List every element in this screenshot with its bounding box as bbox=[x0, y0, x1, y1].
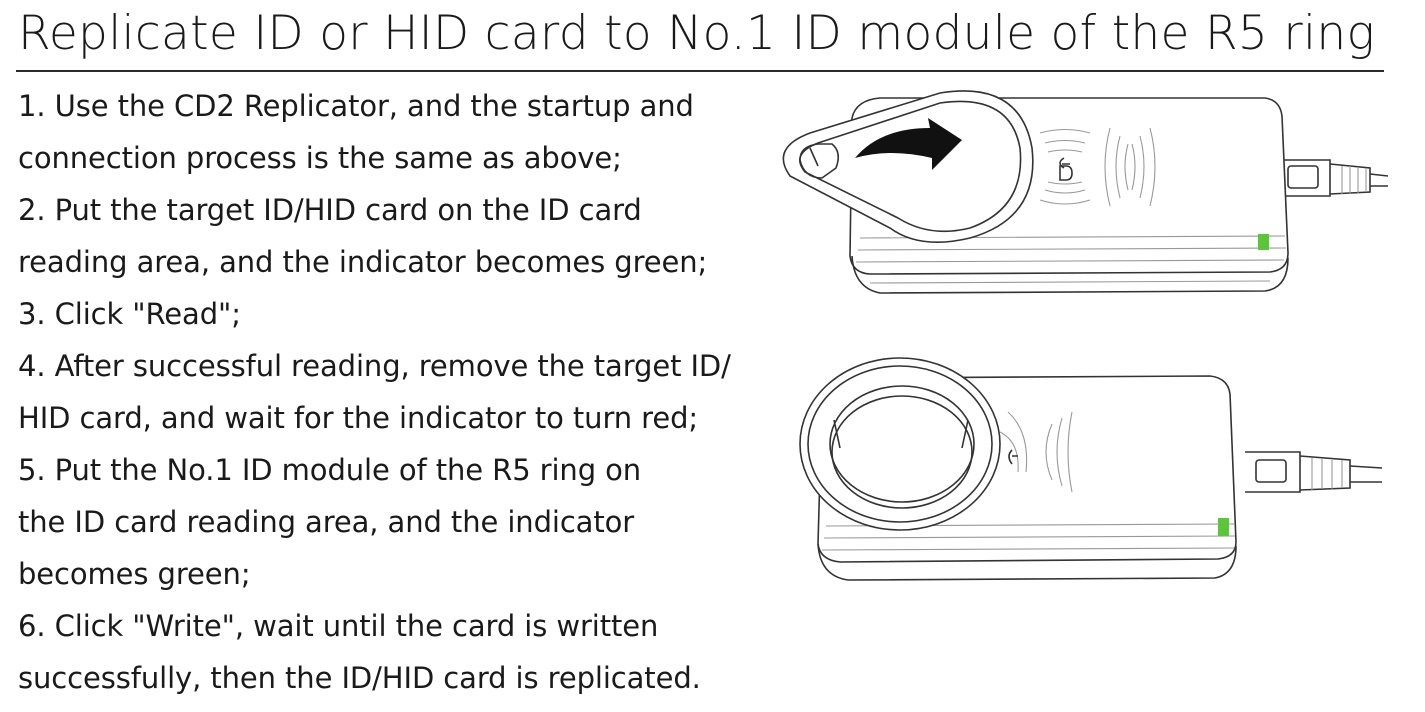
r5-ring-icon bbox=[799, 357, 1001, 531]
step-line: 3. Click "Read"; bbox=[18, 297, 241, 331]
figure-read-tag bbox=[770, 88, 1390, 308]
step-line: reading area, and the indicator becomes … bbox=[18, 245, 708, 279]
step-line: 4. After successful reading, remove the … bbox=[18, 349, 731, 383]
step-line: HID card, and wait for the indicator to … bbox=[18, 401, 699, 435]
step-line: 2. Put the target ID/HID card on the ID … bbox=[18, 193, 642, 227]
step-line: 5. Put the No.1 ID module of the R5 ring… bbox=[18, 453, 642, 487]
instruction-steps: 1. Use the CD2 Replicator, and the start… bbox=[18, 80, 778, 704]
keyfob-tag-icon bbox=[782, 90, 1034, 243]
title-divider bbox=[16, 70, 1384, 72]
step-line: 6. Click "Write", wait until the card is… bbox=[18, 609, 659, 643]
arrow-icon bbox=[855, 118, 962, 170]
indicator-led-icon bbox=[1218, 518, 1229, 536]
step-line: becomes green; bbox=[18, 557, 251, 591]
step-line: 1. Use the CD2 Replicator, and the start… bbox=[18, 89, 694, 123]
indicator-led-icon bbox=[1258, 234, 1269, 250]
replicator-device-icon bbox=[782, 90, 1389, 294]
step-line: connection process is the same as above; bbox=[18, 141, 622, 175]
replicator-device-icon bbox=[799, 357, 1383, 581]
usb-cable-icon bbox=[1275, 159, 1389, 197]
step-line: successfully, then the ID/HID card is re… bbox=[18, 661, 701, 695]
figure-write-ring bbox=[790, 352, 1390, 592]
usb-cable-icon bbox=[1245, 451, 1383, 493]
page-title: Replicate ID or HID card to No.1 ID modu… bbox=[18, 6, 1375, 61]
step-line: the ID card reading area, and the indica… bbox=[18, 505, 635, 539]
